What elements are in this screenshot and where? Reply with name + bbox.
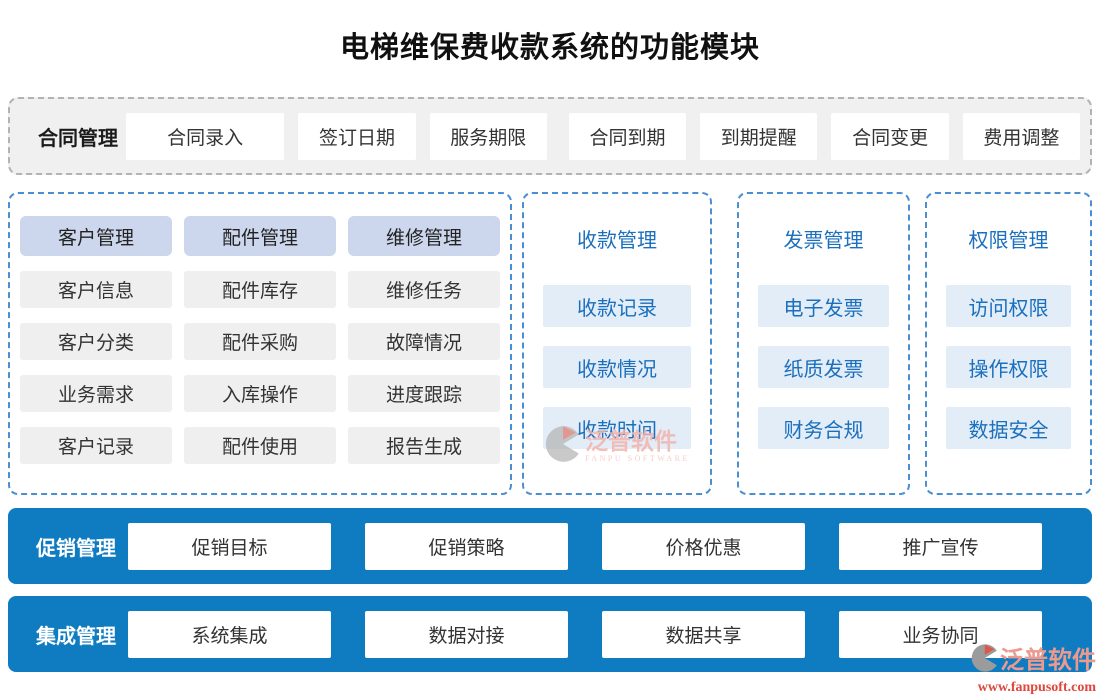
expiry-reminder-button[interactable]: 到期提醒 [700, 112, 818, 160]
invoice-management-panel: 发票管理 电子发票 纸质发票 财务合规 [737, 192, 910, 495]
contract-expiry-button[interactable]: 合同到期 [568, 112, 687, 160]
service-term-button[interactable]: 服务期限 [429, 112, 547, 160]
business-demand-button[interactable]: 业务需求 [20, 375, 172, 412]
promotion-management-bar: 促销管理 促销目标 促销策略 价格优惠 推广宣传 [8, 508, 1092, 584]
progress-tracking-button[interactable]: 进度跟踪 [348, 375, 500, 412]
access-permission-button[interactable]: 访问权限 [946, 285, 1071, 327]
invoice-management-title: 发票管理 [783, 230, 864, 252]
integration-button-row: 系统集成 数据对接 数据共享 业务协同 [128, 610, 1042, 658]
parts-stock-button[interactable]: 配件库存 [184, 271, 336, 308]
permission-management-title: 权限管理 [968, 230, 1049, 252]
promotion-goal-button[interactable]: 促销目标 [128, 522, 331, 570]
integration-management-bar: 集成管理 系统集成 数据对接 数据共享 业务协同 [8, 596, 1092, 672]
customer-info-button[interactable]: 客户信息 [20, 271, 172, 308]
payment-time-button[interactable]: 收款时间 [543, 407, 691, 449]
e-invoice-button[interactable]: 电子发票 [758, 285, 889, 327]
data-interface-button[interactable]: 数据对接 [365, 610, 568, 658]
signing-date-button[interactable]: 签订日期 [298, 112, 416, 160]
report-generation-button[interactable]: 报告生成 [348, 427, 500, 464]
contract-section-label: 合同管理 [38, 127, 118, 150]
repair-task-button[interactable]: 维修任务 [348, 271, 500, 308]
contract-button-row: 合同录入 签订日期 服务期限 合同到期 到期提醒 合同变更 费用调整 [126, 112, 1081, 160]
fee-adjustment-button[interactable]: 费用调整 [962, 112, 1081, 160]
promotion-bar-label: 促销管理 [36, 537, 116, 560]
publicity-button[interactable]: 推广宣传 [839, 522, 1042, 570]
payment-record-button[interactable]: 收款记录 [543, 285, 691, 327]
payment-management-title: 收款管理 [577, 230, 657, 252]
promotion-button-row: 促销目标 促销策略 价格优惠 推广宣传 [128, 522, 1042, 570]
price-discount-button[interactable]: 价格优惠 [602, 522, 805, 570]
warehouse-in-button[interactable]: 入库操作 [184, 375, 336, 412]
customer-record-button[interactable]: 客户记录 [20, 427, 172, 464]
data-security-button[interactable]: 数据安全 [946, 407, 1071, 449]
repair-management-column: 维修管理 维修任务 故障情况 进度跟踪 报告生成 [348, 216, 500, 471]
paper-invoice-button[interactable]: 纸质发票 [758, 346, 889, 388]
parts-usage-button[interactable]: 配件使用 [184, 427, 336, 464]
data-sharing-button[interactable]: 数据共享 [602, 610, 805, 658]
parts-management-column: 配件管理 配件库存 配件采购 入库操作 配件使用 [184, 216, 336, 471]
customer-category-button[interactable]: 客户分类 [20, 323, 172, 360]
customer-management-column: 客户管理 客户信息 客户分类 业务需求 客户记录 [20, 216, 172, 471]
parts-management-header[interactable]: 配件管理 [184, 216, 336, 256]
management-matrix-panel: 客户管理 客户信息 客户分类 业务需求 客户记录 配件管理 配件库存 配件采购 … [8, 192, 512, 495]
system-integration-button[interactable]: 系统集成 [128, 610, 331, 658]
promotion-strategy-button[interactable]: 促销策略 [365, 522, 568, 570]
fault-status-button[interactable]: 故障情况 [348, 323, 500, 360]
watermark-url-text: www.fanpusoft.com [977, 680, 1096, 695]
parts-purchase-button[interactable]: 配件采购 [184, 323, 336, 360]
contract-change-button[interactable]: 合同变更 [831, 112, 949, 160]
finance-compliance-button[interactable]: 财务合规 [758, 407, 889, 449]
payment-management-panel: 收款管理 收款记录 收款情况 收款时间 [522, 192, 712, 495]
contract-entry-button[interactable]: 合同录入 [126, 112, 285, 160]
business-collaboration-button[interactable]: 业务协同 [839, 610, 1042, 658]
operation-permission-button[interactable]: 操作权限 [946, 346, 1071, 388]
integration-bar-label: 集成管理 [36, 625, 116, 648]
repair-management-header[interactable]: 维修管理 [348, 216, 500, 256]
customer-management-header[interactable]: 客户管理 [20, 216, 172, 256]
permission-management-panel: 权限管理 访问权限 操作权限 数据安全 [925, 192, 1092, 495]
page-title: 电梯维保费收款系统的功能模块 [339, 32, 760, 64]
payment-status-button[interactable]: 收款情况 [543, 346, 691, 388]
contract-management-section: 合同管理 合同录入 签订日期 服务期限 合同到期 到期提醒 合同变更 费用调整 [8, 97, 1092, 175]
